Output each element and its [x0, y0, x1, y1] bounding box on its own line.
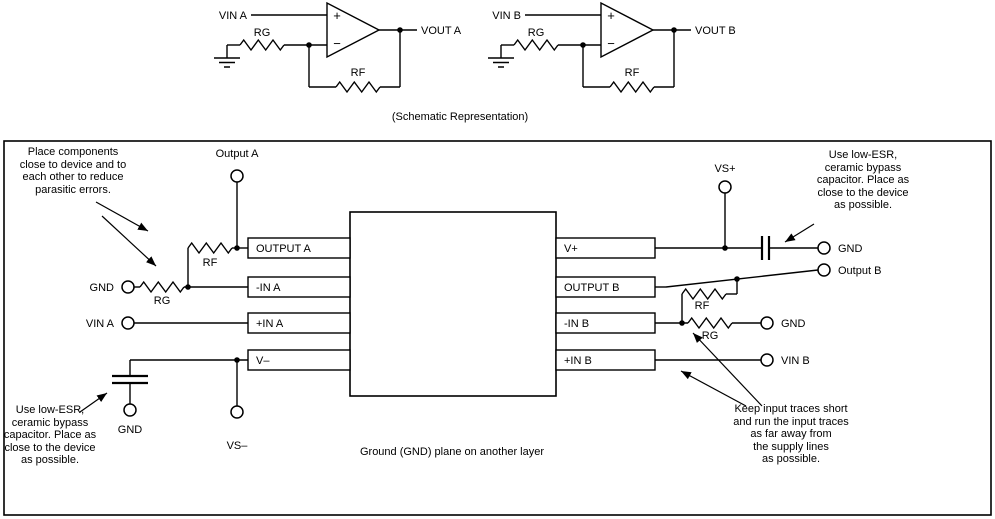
bypass-top-right-note: Use low-ESR, ceramic bypass capacitor. P… — [816, 149, 910, 211]
net-output-b: Output B RF — [655, 263, 881, 323]
bypass-bottom-left-arrow — [79, 392, 108, 413]
opamp-b-minus-sign: − — [607, 36, 615, 51]
schematic-caption: (Schematic Representation) — [392, 111, 528, 123]
net-v-plus: VS+ GND — [655, 163, 863, 260]
vout-a-label: VOUT A — [421, 25, 462, 37]
junction-dot — [671, 27, 677, 33]
junction-dot — [679, 320, 685, 326]
bypass-top-right-arrow — [784, 223, 815, 243]
gnd-bottom-left-via — [123, 403, 137, 417]
rg-b-layout-label: RG — [702, 330, 719, 342]
place-components-arrow-1 — [95, 201, 149, 232]
vs-plus-via — [718, 180, 732, 194]
rf-a-resistor — [335, 80, 381, 94]
place-components-note: Place components close to device and to … — [19, 146, 127, 196]
rf-b-resistor — [609, 80, 655, 94]
opamp-b-triangle — [600, 1, 655, 59]
rg-a-resistor — [239, 38, 285, 52]
ground-symbol-b — [488, 45, 514, 68]
vin-b-via — [760, 353, 774, 367]
vin-a-layout-label: VIN A — [86, 318, 115, 330]
vin-a-label: VIN A — [219, 10, 248, 22]
rf-b-layout-resistor — [681, 287, 727, 301]
output-a-via — [230, 169, 244, 183]
place-components-arrow-2 — [101, 215, 157, 267]
gnd-mid-right-label: GND — [781, 318, 806, 330]
pad-noninv-in-b-label: +IN B — [564, 355, 592, 367]
keep-traces-arrow-1 — [680, 370, 747, 407]
vin-a-via — [121, 316, 135, 330]
junction-dot — [722, 245, 728, 251]
pad-v-minus-label: V– — [256, 355, 270, 367]
gnd-top-right-via — [817, 241, 831, 255]
opamp-schematic-b: VIN B + − RG RF VOUT B — [488, 1, 736, 94]
opamp-a-triangle — [326, 1, 381, 59]
pad-output-b-label: OUTPUT B — [564, 282, 619, 294]
ground-symbol-a — [214, 45, 240, 68]
pad-noninv-in-a-label: +IN A — [256, 318, 284, 330]
gnd-top-right-label: GND — [838, 243, 863, 255]
gnd-mid-right-via — [760, 316, 774, 330]
keep-input-traces-note: Keep input traces short and run the inpu… — [733, 403, 849, 465]
opamp-a-minus-sign: − — [333, 36, 341, 51]
gnd-a-via — [121, 280, 135, 294]
rf-b-label: RF — [625, 67, 640, 79]
pad-inv-in-b-label: -IN B — [564, 318, 589, 330]
rf-a-layout-resistor — [187, 241, 233, 255]
vout-b-label: VOUT B — [695, 25, 736, 37]
vs-minus-label: VS– — [227, 440, 249, 452]
output-a-label: Output A — [216, 148, 259, 160]
rg-b-label: RG — [528, 27, 545, 39]
rg-b-layout-resistor — [687, 316, 733, 330]
opamp-schematic-a: VIN A + − RG RF VOUT A — [214, 1, 462, 94]
junction-dot — [234, 245, 240, 251]
pad-inv-in-a-label: -IN A — [256, 282, 281, 294]
keep-traces-arrow-2 — [692, 332, 763, 407]
ic-right-pads: V+ OUTPUT B -IN B +IN B — [555, 237, 656, 371]
ground-plane-label: Ground (GND) plane on another layer — [360, 446, 544, 458]
rg-a-layout-label: RG — [154, 295, 171, 307]
bypass-bottom-left-note: Use low-ESR, ceramic bypass capacitor. P… — [3, 404, 97, 466]
vs-plus-label: VS+ — [714, 163, 735, 175]
vin-b-label: VIN B — [492, 10, 521, 22]
rg-b-resistor — [513, 38, 559, 52]
rg-a-label: RG — [254, 27, 271, 39]
rf-a-layout-label: RF — [203, 257, 218, 269]
net-inv-in-a: GND RG — [90, 280, 248, 307]
net-noninv-in-b: VIN B — [655, 353, 810, 367]
rg-a-layout-resistor — [139, 280, 185, 294]
gnd-bottom-left-label: GND — [118, 424, 143, 436]
rf-a-label: RF — [351, 67, 366, 79]
ic-left-pads: OUTPUT A -IN A +IN A V– — [247, 237, 351, 371]
gnd-a-label: GND — [90, 282, 115, 294]
output-b-label: Output B — [838, 265, 881, 277]
ic-body — [349, 211, 557, 397]
opamp-b-plus-sign: + — [607, 8, 615, 23]
junction-dot — [397, 27, 403, 33]
junction-dot — [185, 284, 191, 290]
net-output-a: Output A RF — [187, 148, 259, 287]
output-b-via — [817, 263, 831, 277]
rf-b-layout-label: RF — [695, 300, 710, 312]
board-outline — [3, 140, 992, 516]
net-inv-in-b: RG GND — [655, 316, 806, 342]
output-b-diagonal-trace — [665, 269, 819, 288]
vin-b-layout-label: VIN B — [781, 355, 810, 367]
net-v-minus: VS– GND — [112, 357, 248, 452]
vs-minus-via — [230, 405, 244, 419]
pad-output-a-label: OUTPUT A — [256, 243, 311, 255]
pad-v-plus-label: V+ — [564, 243, 578, 255]
net-noninv-in-a: VIN A — [86, 316, 248, 330]
opamp-a-plus-sign: + — [333, 8, 341, 23]
